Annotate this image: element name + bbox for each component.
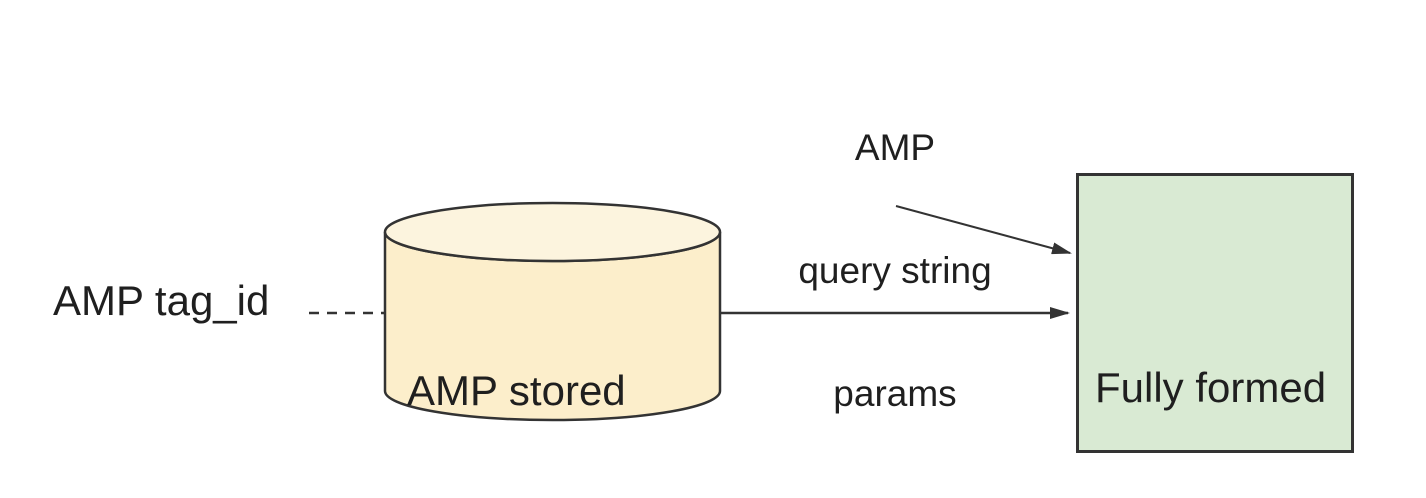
query-params-label-line-2: query string xyxy=(798,250,992,291)
query-params-label-line-1: AMP xyxy=(854,127,936,168)
query-params-label-line-3: params xyxy=(833,373,957,414)
cylinder-top-ellipse xyxy=(383,201,722,263)
ortb-label-line-1: Fully formed xyxy=(1095,364,1327,411)
edge-queryparams-to-ortb-arrow xyxy=(895,205,1072,255)
cylinder-label: AMP stored request template xyxy=(407,278,720,498)
tagid-label: AMP tag_id xyxy=(53,277,270,324)
cylinder-label-line-1: AMP stored xyxy=(407,367,626,414)
query-params-label: AMP query string params xyxy=(735,45,1055,496)
ortb-rectangle: Fully formed ORTB xyxy=(1076,173,1354,453)
cylinder-shape xyxy=(383,201,722,422)
ortb-label: Fully formed ORTB xyxy=(1095,258,1326,498)
